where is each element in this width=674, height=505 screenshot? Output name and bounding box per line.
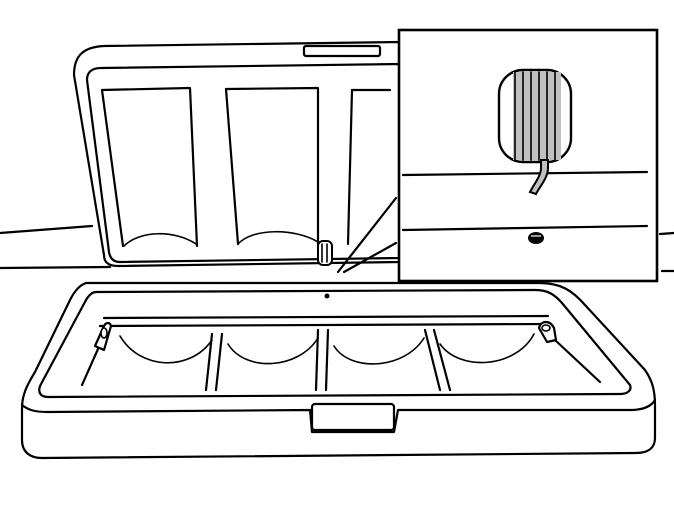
rim-hole-icon [324,293,330,299]
magnet-strip-icon [317,240,333,266]
lid-compartment-icon [100,86,392,248]
leader-lines-icon [336,196,398,274]
box-tray-icon [20,281,657,460]
mounting-hole-icon [528,232,544,244]
lid-handle-slot-icon [302,44,382,58]
box-divider-icon [80,314,602,392]
box-handle-slot-icon [310,402,396,432]
coiled-strip-icon [497,68,573,196]
hinge-icon [93,320,558,352]
surface-lines-icon [0,224,674,273]
